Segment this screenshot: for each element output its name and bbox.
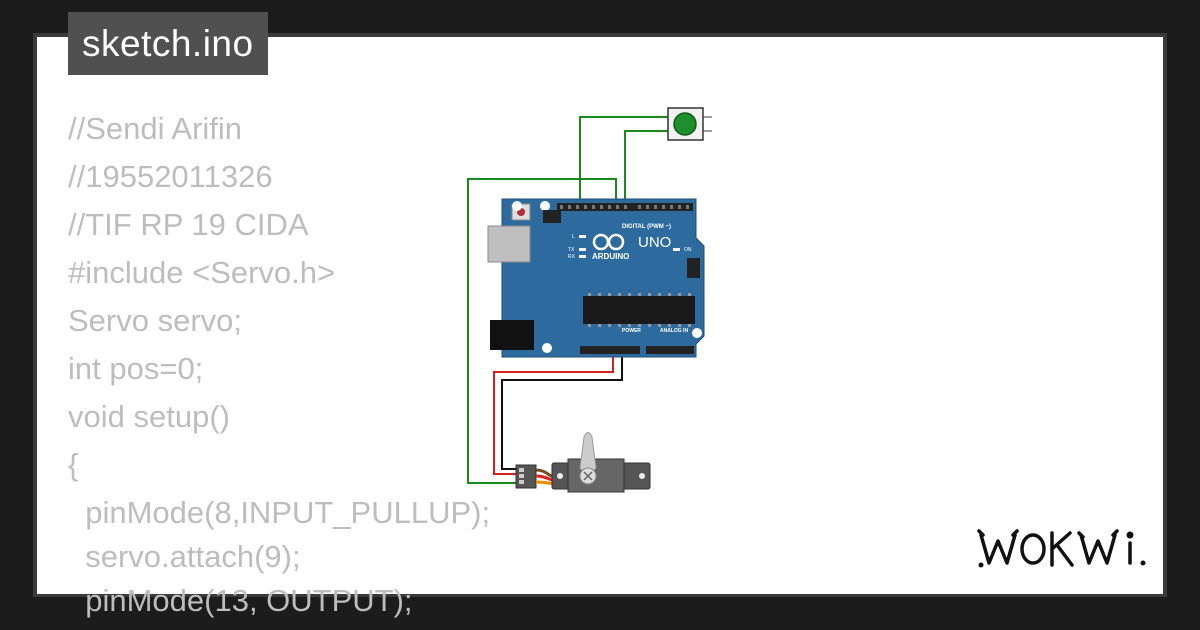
board-brand: ARDUINO [592, 252, 629, 261]
code-line: pinMode(13, OUTPUT); [68, 583, 413, 618]
microcontroller-chip [583, 296, 695, 324]
pushbutton[interactable] [667, 107, 712, 141]
code-line: //Sendi Arifin [68, 111, 243, 146]
circuit-diagram: UNO ARDUINO DIGITAL (PWM ~) POWER ANALOG… [467, 107, 712, 493]
file-tab[interactable]: sketch.ino [68, 12, 268, 75]
power-jack [490, 320, 534, 350]
power-label: POWER [622, 328, 641, 334]
wire-green-signal [467, 178, 617, 484]
code-line: pinMode(8,INPUT_PULLUP); [68, 495, 491, 530]
servo-motor [515, 432, 651, 493]
code-line: //19552011326 [68, 159, 273, 194]
wire-green-button-gnd [579, 116, 670, 207]
code-line: #include <Servo.h> [68, 255, 336, 290]
wire-red-5v [493, 349, 614, 475]
wokwi-logo [977, 529, 1146, 568]
wire-black-gnd [501, 349, 623, 470]
code-line: //TIF RP 19 CIDA [68, 207, 309, 242]
code-listing: //Sendi Arifin //19552011326 //TIF RP 19 C… [68, 105, 490, 621]
wire-green-button-pin8 [624, 130, 670, 207]
code-line: void setup() [68, 399, 230, 434]
wires [467, 116, 670, 484]
code-line: Servo servo; [68, 303, 243, 338]
code-line: servo.attach(9); [68, 539, 301, 574]
arduino-logo [592, 233, 625, 251]
power-header [580, 346, 640, 354]
analog-label: ANALOG IN [660, 328, 688, 334]
digital-label: DIGITAL (PWM ~) [622, 224, 671, 230]
code-line: int pos=0; [68, 351, 204, 386]
icsp-header-right [687, 258, 700, 278]
code-line: { [68, 447, 79, 482]
usb-port [487, 225, 531, 263]
on-label: ON [684, 247, 692, 253]
file-tab-label: sketch.ino [82, 23, 254, 64]
icsp-header [543, 210, 561, 223]
servo-horn [579, 432, 597, 474]
led-label-rx: RX [568, 254, 576, 260]
led-label-l: L [572, 234, 575, 240]
arduino-uno-board: UNO ARDUINO DIGITAL (PWM ~) POWER ANALOG… [487, 198, 705, 358]
led-label-tx: TX [568, 247, 575, 253]
analog-header [646, 346, 694, 354]
board-model: UNO [638, 234, 671, 251]
button-cap[interactable] [673, 112, 697, 136]
preview-canvas: //Sendi Arifin //19552011326 //TIF RP 19 C… [37, 37, 1163, 618]
